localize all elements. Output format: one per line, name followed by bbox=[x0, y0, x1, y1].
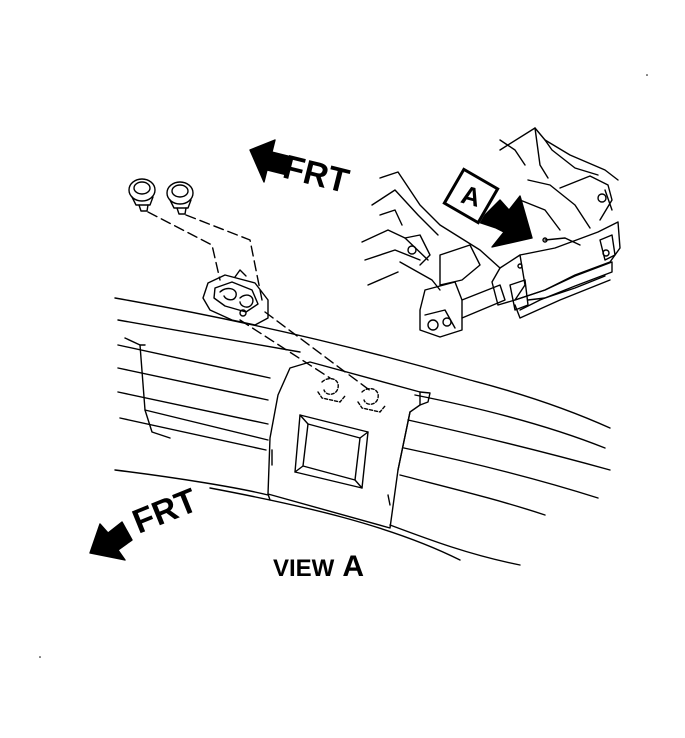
body-panel bbox=[114, 297, 611, 566]
vehicle-rear-body bbox=[361, 127, 621, 338]
view-label-letter: A bbox=[342, 550, 365, 583]
alignment-lines bbox=[147, 211, 373, 393]
lamp-housing bbox=[267, 361, 431, 529]
retainer-left bbox=[128, 178, 156, 212]
retainer-right bbox=[166, 181, 194, 215]
retainer-bracket bbox=[202, 269, 269, 326]
view-label-word: VIEW bbox=[273, 555, 335, 582]
view-label: VIEW A bbox=[273, 552, 364, 582]
front-arrow-top bbox=[249, 139, 293, 183]
view-arrow bbox=[477, 195, 533, 248]
front-arrow-bottom bbox=[89, 521, 133, 561]
